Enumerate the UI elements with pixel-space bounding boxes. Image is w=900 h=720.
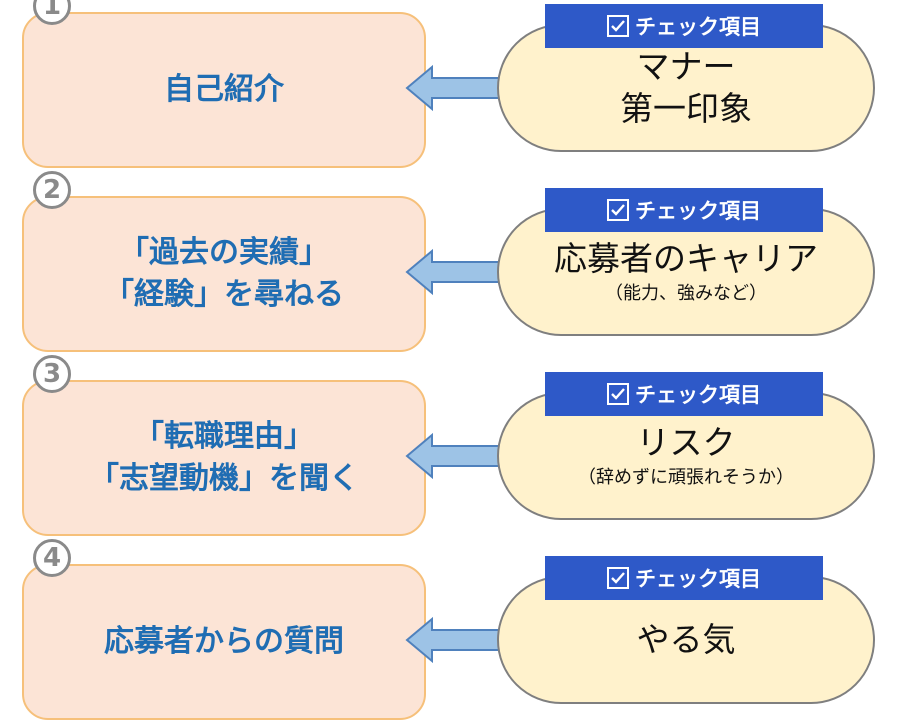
step-number-3: 3 [33,355,71,393]
step-number-4: 4 [33,539,71,577]
check-badge-label: チェック項目 [635,567,761,591]
step-title-2: 「過去の実績」 「経験」を尋ねる [104,232,344,316]
check-badge-4: チェック項目 [545,556,823,600]
check-main-3: リスク [637,422,736,464]
step-title-line: 自己紹介 [164,72,284,107]
check-main-line: リスク [636,423,736,462]
step-row-1: 自己紹介 1 マナー 第一印象 チェック項目 [0,0,900,168]
check-badge-2: チェック項目 [545,188,823,232]
check-main-line: 第一印象 [620,89,752,128]
step-row-3: 「転職理由」 「志望動機」を聞く 3 リスク （辞めずに頑張れそうか） チェック… [0,355,900,536]
step-box-2: 「過去の実績」 「経験」を尋ねる [22,196,426,352]
check-main-2: 応募者のキャリア [554,238,818,280]
step-number-2: 2 [33,171,71,209]
step-box-1: 自己紹介 [22,12,426,168]
check-badge-label: チェック項目 [635,15,761,39]
check-main-line: マナー [636,47,736,86]
check-main-line: 応募者のキャリア [554,239,818,278]
step-box-4: 応募者からの質問 [22,564,426,720]
check-badge-label: チェック項目 [635,199,761,223]
check-main-4: やる気 [637,619,736,661]
check-sub-2: （能力、強みなど） [605,283,767,304]
check-main-1: マナー 第一印象 [620,46,752,130]
step-title-4: 応募者からの質問 [104,621,344,663]
checkbox-icon [607,199,629,221]
check-badge-label: チェック項目 [635,383,761,407]
checkbox-icon [607,383,629,405]
check-badge-3: チェック項目 [545,372,823,416]
step-title-line: 「転職理由」 [134,419,314,454]
step-title-line: 「志望動機」を聞く [89,461,359,496]
checkbox-icon [607,567,629,589]
checkbox-icon [607,15,629,37]
step-title-line: 「過去の実績」 [119,235,329,270]
step-box-3: 「転職理由」 「志望動機」を聞く [22,380,426,536]
step-title-1: 自己紹介 [164,69,284,111]
step-number-1: 1 [33,0,71,25]
check-badge-1: チェック項目 [545,4,823,48]
step-row-4: 応募者からの質問 4 やる気 チェック項目 [0,539,900,720]
step-row-2: 「過去の実績」 「経験」を尋ねる 2 応募者のキャリア （能力、強みなど） チェ… [0,171,900,352]
check-main-line: やる気 [636,620,736,659]
step-title-line: 「経験」を尋ねる [104,277,344,312]
check-sub-3: （辞めずに頑張れそうか） [578,467,794,488]
step-title-3: 「転職理由」 「志望動機」を聞く [89,416,359,500]
step-title-line: 応募者からの質問 [104,624,344,659]
